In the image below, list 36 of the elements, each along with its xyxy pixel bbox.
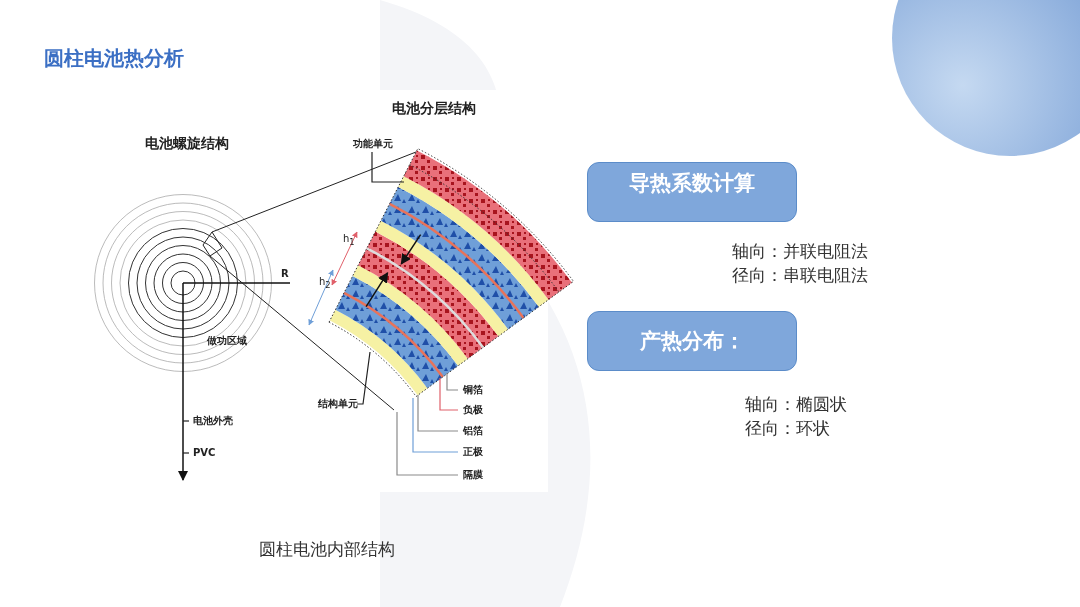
part-label: 铜箔 <box>463 384 483 396</box>
leader-line <box>356 351 371 405</box>
leader-line <box>412 397 459 453</box>
figure-heading: 电池分层结构 <box>392 100 476 118</box>
battery-layers-drawing <box>328 148 574 397</box>
part-label: 结构单元 <box>318 398 358 410</box>
slide-title: 圆柱电池热分析 <box>44 45 184 72</box>
heading-box: 产热分布： <box>587 311 797 371</box>
leader-line <box>439 377 459 411</box>
heading-box: 导热系数计算 <box>587 162 797 222</box>
leader-line <box>417 394 459 432</box>
region-label: 做功区域 <box>207 334 247 348</box>
part-label: PVC <box>193 447 216 459</box>
figure-heading: 电池螺旋结构 <box>145 135 229 153</box>
leader-line <box>396 411 459 476</box>
note-text: 轴向：并联电阻法 <box>732 240 868 262</box>
axis-label: R <box>281 268 289 279</box>
figure-caption: 圆柱电池内部结构 <box>259 538 395 561</box>
part-label: 负极 <box>463 404 483 416</box>
leader-line <box>371 151 405 183</box>
leader-line <box>182 452 190 454</box>
dimension-label: h$_{2}$ <box>319 276 331 290</box>
part-label: 功能单元 <box>353 138 393 150</box>
zoom-line <box>211 151 417 233</box>
leader-line <box>446 372 459 391</box>
zoom-line <box>209 255 395 411</box>
note-text: 径向：串联电阻法 <box>732 264 868 286</box>
note-text: 径向：环状 <box>745 417 830 439</box>
spiral-drawing <box>94 194 272 372</box>
part-label: 铝箔 <box>463 425 483 437</box>
dimension-label: h$_{1}$ <box>343 233 355 247</box>
part-label: 电池外壳 <box>193 415 233 427</box>
leader-line <box>182 420 190 422</box>
part-label: 隔膜 <box>463 469 483 481</box>
note-text: 轴向：椭圆状 <box>745 393 847 415</box>
part-label: 正极 <box>463 446 483 458</box>
